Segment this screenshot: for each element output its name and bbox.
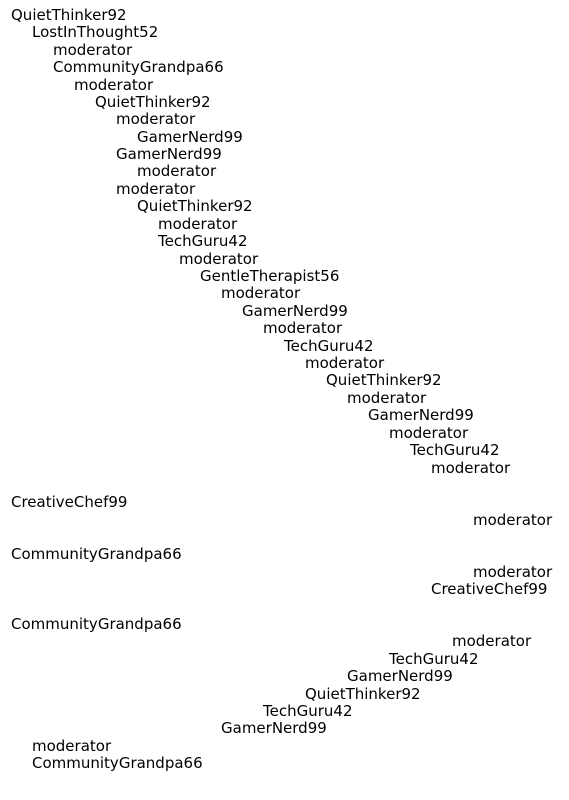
reply-author: moderator (347, 389, 427, 407)
reply-author: CommunityGrandpa66 (11, 545, 182, 563)
reply-author: moderator (389, 424, 469, 442)
reply-author: LostInThought52 (32, 23, 159, 41)
reply-author: moderator (116, 110, 196, 128)
reply-author: moderator (179, 250, 259, 268)
reply-author: QuietThinker92 (95, 93, 211, 111)
reply-author: GamerNerd99 (242, 302, 348, 320)
reply-author: GamerNerd99 (368, 406, 474, 424)
reply-author: QuietThinker92 (326, 371, 442, 389)
reply-author: moderator (116, 180, 196, 198)
reply-author: moderator (305, 354, 385, 372)
reply-author: CreativeChef99 (11, 493, 128, 511)
reply-author: moderator (221, 284, 301, 302)
reply-author: CreativeChef99 (431, 580, 548, 598)
reply-author: CommunityGrandpa66 (32, 754, 203, 772)
reply-author: TechGuru42 (158, 232, 248, 250)
reply-author: moderator (74, 76, 154, 94)
reply-author: moderator (263, 319, 343, 337)
reply-author: moderator (473, 563, 553, 581)
reply-author: QuietThinker92 (137, 197, 253, 215)
reply-author: moderator (452, 632, 532, 650)
reply-author: GamerNerd99 (137, 128, 243, 146)
reply-author: CommunityGrandpa66 (11, 615, 182, 633)
reply-author: QuietThinker92 (11, 6, 127, 24)
reply-author: QuietThinker92 (305, 685, 421, 703)
reply-author: moderator (431, 459, 511, 477)
reply-author: GamerNerd99 (116, 145, 222, 163)
reply-author: moderator (137, 162, 217, 180)
reply-author: GamerNerd99 (221, 719, 327, 737)
reply-author: TechGuru42 (263, 702, 353, 720)
reply-author: moderator (158, 215, 238, 233)
reply-author: TechGuru42 (284, 337, 374, 355)
reply-author: moderator (473, 511, 553, 529)
reply-author: moderator (53, 41, 133, 59)
reply-author: moderator (32, 737, 112, 755)
reply-author: TechGuru42 (410, 441, 500, 459)
reply-author: GamerNerd99 (347, 667, 453, 685)
reply-author: GentleTherapist56 (200, 267, 340, 285)
reply-author: TechGuru42 (389, 650, 479, 668)
reply-author: CommunityGrandpa66 (53, 58, 224, 76)
